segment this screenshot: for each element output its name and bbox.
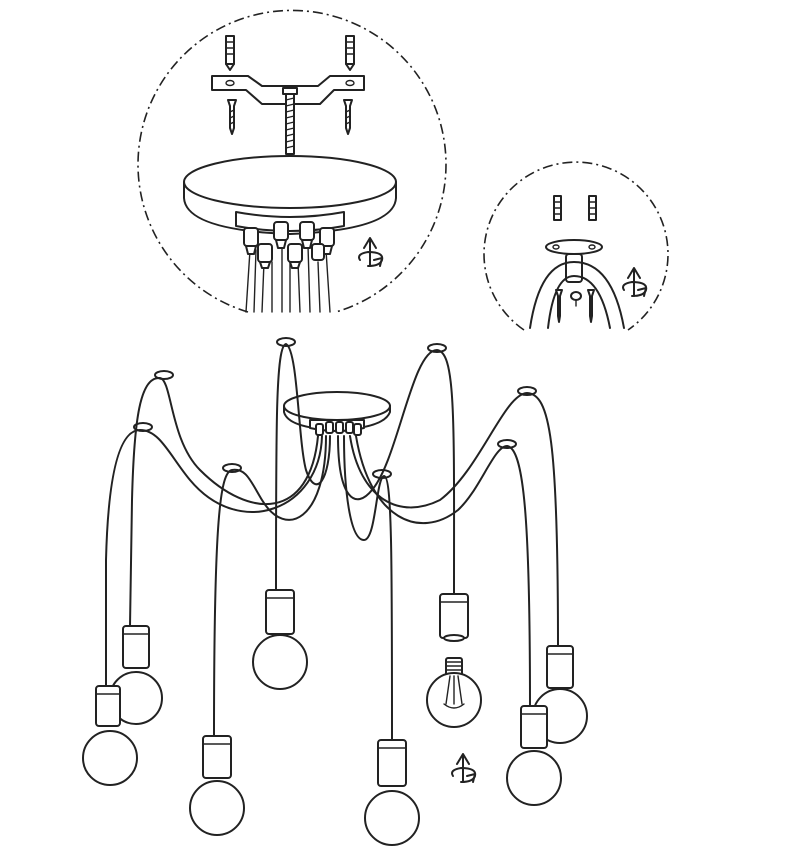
cable [349,392,559,647]
cable [355,435,531,707]
hook-cable [529,261,625,329]
wall-anchor-right [345,35,355,71]
cable [275,343,331,591]
pendant-lamp [109,625,163,725]
wall-anchor-small-left [553,195,562,221]
ceiling-hooks [133,337,537,479]
screw-left [227,99,237,135]
empty-socket [439,593,469,642]
cable [129,376,319,627]
cable [213,435,327,737]
cable-hook-mounting-detail [483,161,669,331]
hook-screw-left [555,289,563,323]
hook-plate [545,239,603,283]
ceiling-hook [427,343,447,353]
pendant-lamp [189,735,245,836]
cable [105,429,323,687]
hook-detail-dashed-circle [483,161,669,331]
hook-screw-right [587,289,595,323]
cable [337,349,456,595]
cable-grips-large [243,221,335,269]
pendant-lamp [364,739,420,846]
wall-anchor-small-right [588,195,597,221]
rotate-arrow-icon [358,237,384,267]
ceiling-hook [276,337,296,347]
pendant-lamp [252,589,308,690]
ceiling-canopy-large [183,155,397,235]
pendant-lamps [82,589,588,846]
wall-anchor-left [225,35,235,71]
rotate-arrow-icon [622,267,648,297]
hook-screw-center [570,291,582,307]
pendant-cables [105,343,559,741]
pendant-lamp [506,705,562,806]
canopy-mounting-detail [137,9,447,313]
pendant-lamp [82,685,138,786]
threaded-rod [282,87,298,155]
ceiling-hook [497,439,517,449]
filament-bulb [426,657,482,728]
cable [343,435,393,741]
screw-right [343,99,353,135]
main-canopy [283,391,391,436]
canopy-cable-bundle [245,245,331,313]
rotate-arrow-icon [451,753,477,783]
